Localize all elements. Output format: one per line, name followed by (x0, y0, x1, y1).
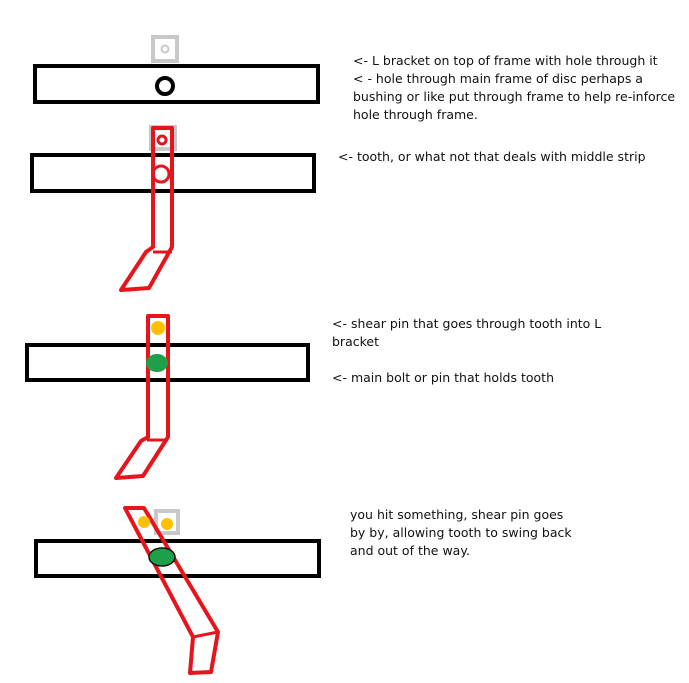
annotation-frame-hole: < - hole through main frame of disc perh… (353, 71, 680, 122)
annotation-bracket: <- L bracket on top of frame with hole t… (353, 53, 658, 68)
panel-pins (25, 314, 310, 480)
shear-pin (151, 321, 165, 335)
annotation-main-bolt: <- main bolt or pin that holds tooth (332, 370, 554, 385)
annotation-tooth: <- tooth, or what not that deals with mi… (338, 149, 646, 164)
annotation-result: you hit something, shear pin goes by by,… (350, 507, 576, 558)
frame-bar (33, 64, 320, 104)
main-bolt (146, 354, 168, 372)
broken-shear-pin (138, 516, 150, 528)
l-bracket (151, 35, 179, 63)
tooth-pivot-hole (151, 164, 171, 184)
tooth-outline (114, 314, 170, 480)
panel-tooth (30, 125, 316, 292)
panel-swung-back (34, 506, 321, 675)
annotation-shear-pin: <- shear pin that goes through tooth int… (332, 316, 606, 349)
tooth-outline (119, 126, 174, 292)
frame-bar (34, 539, 321, 578)
panel-frame-with-bracket (33, 35, 320, 104)
bracket-hole (160, 44, 170, 54)
frame-hole (155, 76, 175, 96)
main-bolt (148, 547, 176, 567)
tooth-bend-line (192, 630, 219, 639)
shear-pin (161, 518, 173, 530)
bracket-hole (156, 134, 168, 146)
